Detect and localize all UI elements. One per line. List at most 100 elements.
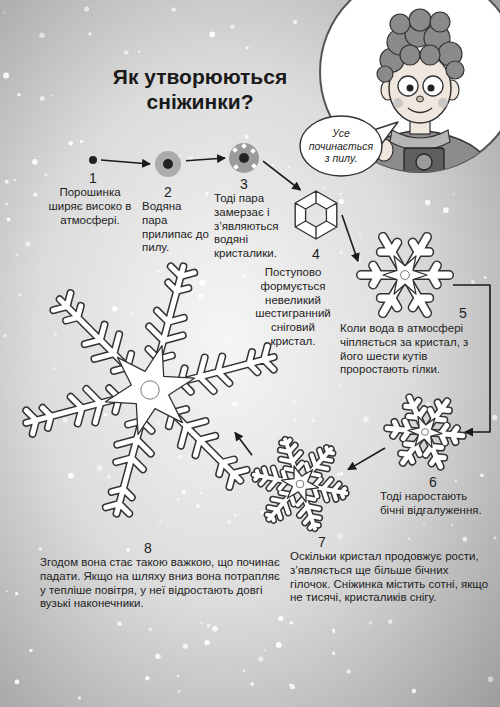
snowflake-arms [26,266,273,513]
snow-speck [7,218,11,222]
snow-speck [39,547,43,551]
snow-speck [232,401,237,406]
snow-speck [80,140,83,143]
snow-speck [250,682,254,686]
cheek [438,98,448,108]
snow-speck [97,466,102,471]
snow-speck [339,472,343,476]
snow-speck [337,473,339,475]
snow-speck [451,524,453,526]
step-caption: Поступово формується невеликий шестигран… [250,266,336,349]
snow-speck [412,689,416,693]
snowflake-core [408,417,442,448]
snow-speck [145,186,147,188]
nose [417,96,424,102]
dust-particle [89,156,97,164]
snow-speck [54,367,56,369]
speech-bubble: Усе починається з пилу. [300,116,382,176]
snow-speck [260,511,264,515]
snowflake-core [401,271,410,280]
snow-speck [200,280,206,286]
step-caption: Тоді пара замерзає і з’являються водяні … [214,192,294,261]
snow-speck [177,498,180,501]
eye [423,76,443,96]
snow-speck [290,684,295,689]
snowflake [361,237,449,313]
snow-speck [3,12,5,14]
snow-speck [5,203,8,206]
step-number: 7 [315,534,329,551]
snow-speck [337,533,343,539]
snow-speck [196,504,200,508]
snow-speck [339,199,344,204]
water-vapour [155,151,181,177]
snow-speck [176,675,179,678]
pupil [428,85,435,92]
snow-speck [288,166,291,169]
speech-balloon [300,116,382,176]
step-number: 1 [86,170,100,187]
snow-speck [17,93,21,97]
speech-text: Усе починається з пилу. [306,127,376,165]
snow-speck [425,200,431,206]
step-number: 2 [161,184,175,201]
snow-speck [246,46,249,49]
step-number: 3 [237,176,251,193]
snow-speck [199,492,202,495]
snow-speck [339,383,341,385]
step-caption: Згодом вона стає такою важкою, що почина… [40,556,280,611]
snow-speck [69,141,74,146]
snow-speck [332,630,335,633]
snow-speck [178,690,181,693]
snow-speck [200,622,203,625]
stage-node: 6Тоді наростають бічні відгалуження. [385,392,465,472]
snow-speck [480,474,484,478]
stage-node: 8Згодом вона стає такою важкою, що почин… [65,305,235,475]
snow-speck [443,207,449,213]
snow-speck [238,338,240,340]
snow-speck [68,473,74,479]
snow-speck [455,480,457,482]
eye [398,76,418,96]
snow-speck [258,656,263,661]
title: Як утворюються сніжинки? [85,64,315,114]
flow-arrow [263,161,300,190]
tiny-crystal [233,164,239,170]
snow-speck [183,644,188,649]
snow-speck [230,24,235,29]
frozen-vapour [229,143,259,173]
snow-speck [324,187,326,189]
snowflake-core [106,346,195,435]
snow-speck [29,649,33,653]
tiny-crystal [232,147,238,153]
snow-speck [51,94,53,96]
snow-speck [88,32,92,36]
stage-node: 4Поступово формується невеликий шестигра… [290,190,342,240]
snow-speck [278,616,283,621]
snow-speck [18,293,21,296]
snow-speck [5,180,9,184]
step-caption: Водяна пара прилипає до пилу. [142,200,210,255]
snowflake-arms [387,397,463,466]
snow-speck [488,677,494,683]
snowflake-outline [254,439,346,528]
step-number: 8 [141,540,155,557]
snowflake [387,397,463,466]
snow-speck [40,96,45,101]
snow-speck [290,621,293,624]
dust-particle [239,153,249,163]
snow-speck [6,591,8,593]
step-caption: Коли вода в атмосфері чіпляється за крис… [340,322,482,377]
snow-speck [471,280,475,284]
snowflake-core [141,381,159,399]
cheek [393,98,403,108]
snow-speck [172,8,176,12]
snow-speck [492,415,497,420]
snowflake-outline [361,237,449,313]
snow-speck [15,592,18,595]
snow-speck [332,652,335,655]
tiny-crystal [251,163,257,169]
snow-speck [359,233,361,235]
snow-speck [346,669,350,673]
